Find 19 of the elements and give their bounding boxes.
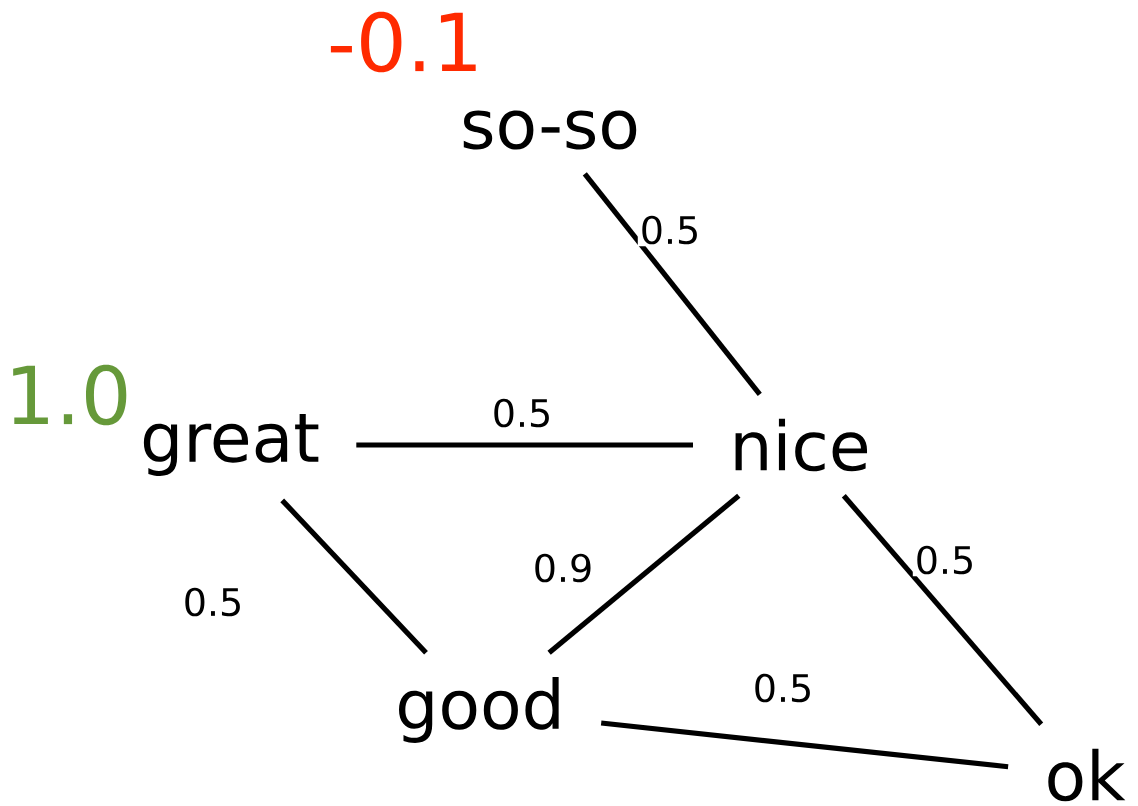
word-label: nice <box>735 418 868 472</box>
word-label: great <box>143 414 319 476</box>
edge-label: 0.5 <box>180 585 246 619</box>
connector-line <box>582 172 762 396</box>
edge-label: 0.5 <box>489 396 555 430</box>
edge-label: 0.5 <box>750 671 816 705</box>
score-label: 1.0 <box>13 364 127 426</box>
word-label: good <box>399 677 559 743</box>
word-label: ok <box>1048 748 1126 802</box>
edge-label: 0.5 <box>912 543 978 577</box>
connector-line <box>280 498 428 655</box>
connector-line <box>356 442 693 448</box>
connector-line <box>841 494 1044 726</box>
word-label: so-so <box>463 110 637 150</box>
connector-line <box>547 493 741 655</box>
connector-line <box>600 720 1009 770</box>
edge-label: 0.5 <box>637 213 703 247</box>
edge-label: 0.9 <box>530 551 596 585</box>
score-label: -0.1 <box>330 11 476 73</box>
